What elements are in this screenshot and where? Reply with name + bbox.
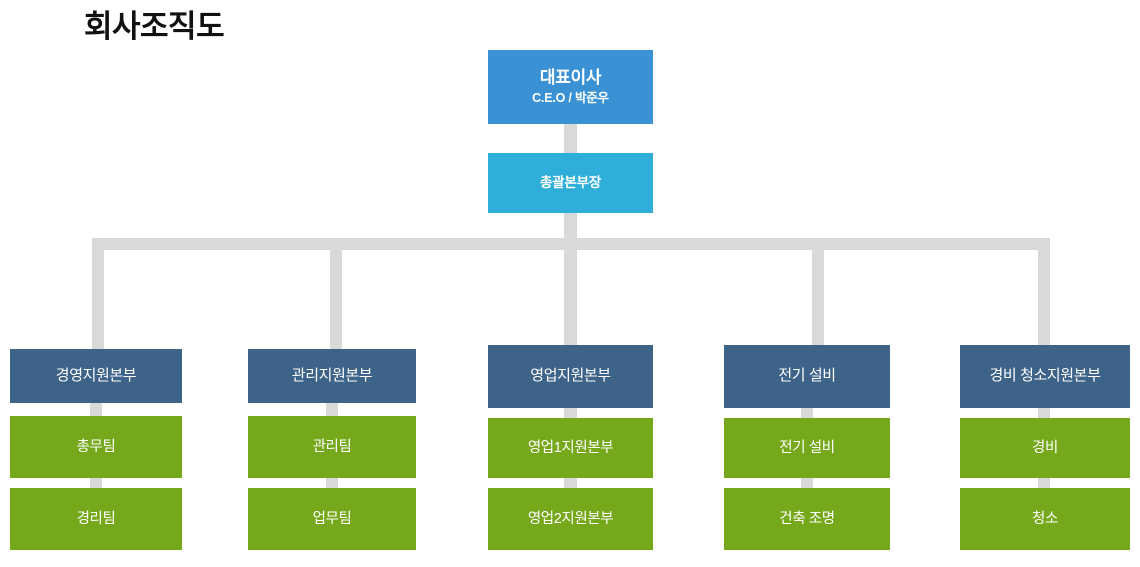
connector-ceo-to-director [564,124,577,153]
node-team-3-1-label: 영업1지원본부 [527,439,614,456]
connector-drop-column-3 [564,238,577,345]
node-team-4-1[interactable]: 전기 설비 [724,418,890,478]
node-division-3-label: 영업지원본부 [530,367,611,385]
node-division-4[interactable]: 전기 설비 [724,345,890,408]
node-division-4-label: 전기 설비 [778,367,836,385]
node-division-1[interactable]: 경영지원본부 [10,349,182,403]
node-team-4-1-label: 전기 설비 [779,439,835,456]
node-team-3-2-label: 영업2지원본부 [527,510,614,527]
node-ceo[interactable]: 대표이사 C.E.O / 박준우 [488,50,653,124]
connector-team-3-1-to-team-3-2 [564,478,577,488]
connector-division-5-to-team-1 [1038,408,1050,418]
connector-drop-column-2 [330,238,342,349]
node-team-3-1[interactable]: 영업1지원본부 [488,418,653,478]
node-team-2-2[interactable]: 업무팀 [248,488,416,550]
connector-team-1-1-to-team-1-2 [90,478,102,488]
node-division-3[interactable]: 영업지원본부 [488,345,653,408]
node-team-5-1-label: 경비 [1032,439,1058,456]
node-division-1-label: 경영지원본부 [55,366,137,384]
node-division-2[interactable]: 관리지원본부 [248,349,416,403]
node-division-2-label: 관리지원본부 [291,366,373,384]
node-team-2-1[interactable]: 관리팀 [248,416,416,478]
node-team-5-2-label: 청소 [1032,510,1058,527]
connector-drop-column-1 [92,238,104,349]
node-director[interactable]: 총괄본부장 [488,153,653,213]
node-team-4-2[interactable]: 건축 조명 [724,488,890,550]
node-ceo-label: 대표이사 [539,68,602,88]
node-division-5-label: 경비 청소지원본부 [989,367,1101,385]
connector-team-5-1-to-team-5-2 [1038,478,1050,488]
node-ceo-subtitle: C.E.O / 박준우 [532,91,609,106]
connector-team-4-1-to-team-4-2 [801,478,813,488]
node-director-label: 총괄본부장 [539,174,602,190]
connector-division-4-to-team-1 [801,408,813,418]
node-team-2-2-label: 업무팀 [312,510,352,527]
node-team-1-1[interactable]: 총무팀 [10,416,182,478]
node-team-1-2[interactable]: 경리팀 [10,488,182,550]
connector-division-2-to-team-1 [326,403,338,416]
node-team-3-2[interactable]: 영업2지원본부 [488,488,653,550]
connector-drop-column-5 [1038,238,1050,349]
connector-drop-column-4 [812,238,824,349]
node-team-5-2[interactable]: 청소 [960,488,1130,550]
node-team-2-1-label: 관리팀 [312,438,352,455]
connector-division-1-to-team-1 [90,403,102,416]
connector-team-2-1-to-team-2-2 [326,478,338,488]
page-title: 회사조직도 [84,9,225,44]
connector-division-3-to-team-1 [564,408,577,418]
node-team-5-1[interactable]: 경비 [960,418,1130,478]
node-division-5[interactable]: 경비 청소지원본부 [960,345,1130,408]
node-team-1-1-label: 총무팀 [76,438,116,455]
connector-director-to-bus [564,213,577,239]
node-team-4-2-label: 건축 조명 [779,510,835,527]
node-team-1-2-label: 경리팀 [76,510,116,527]
